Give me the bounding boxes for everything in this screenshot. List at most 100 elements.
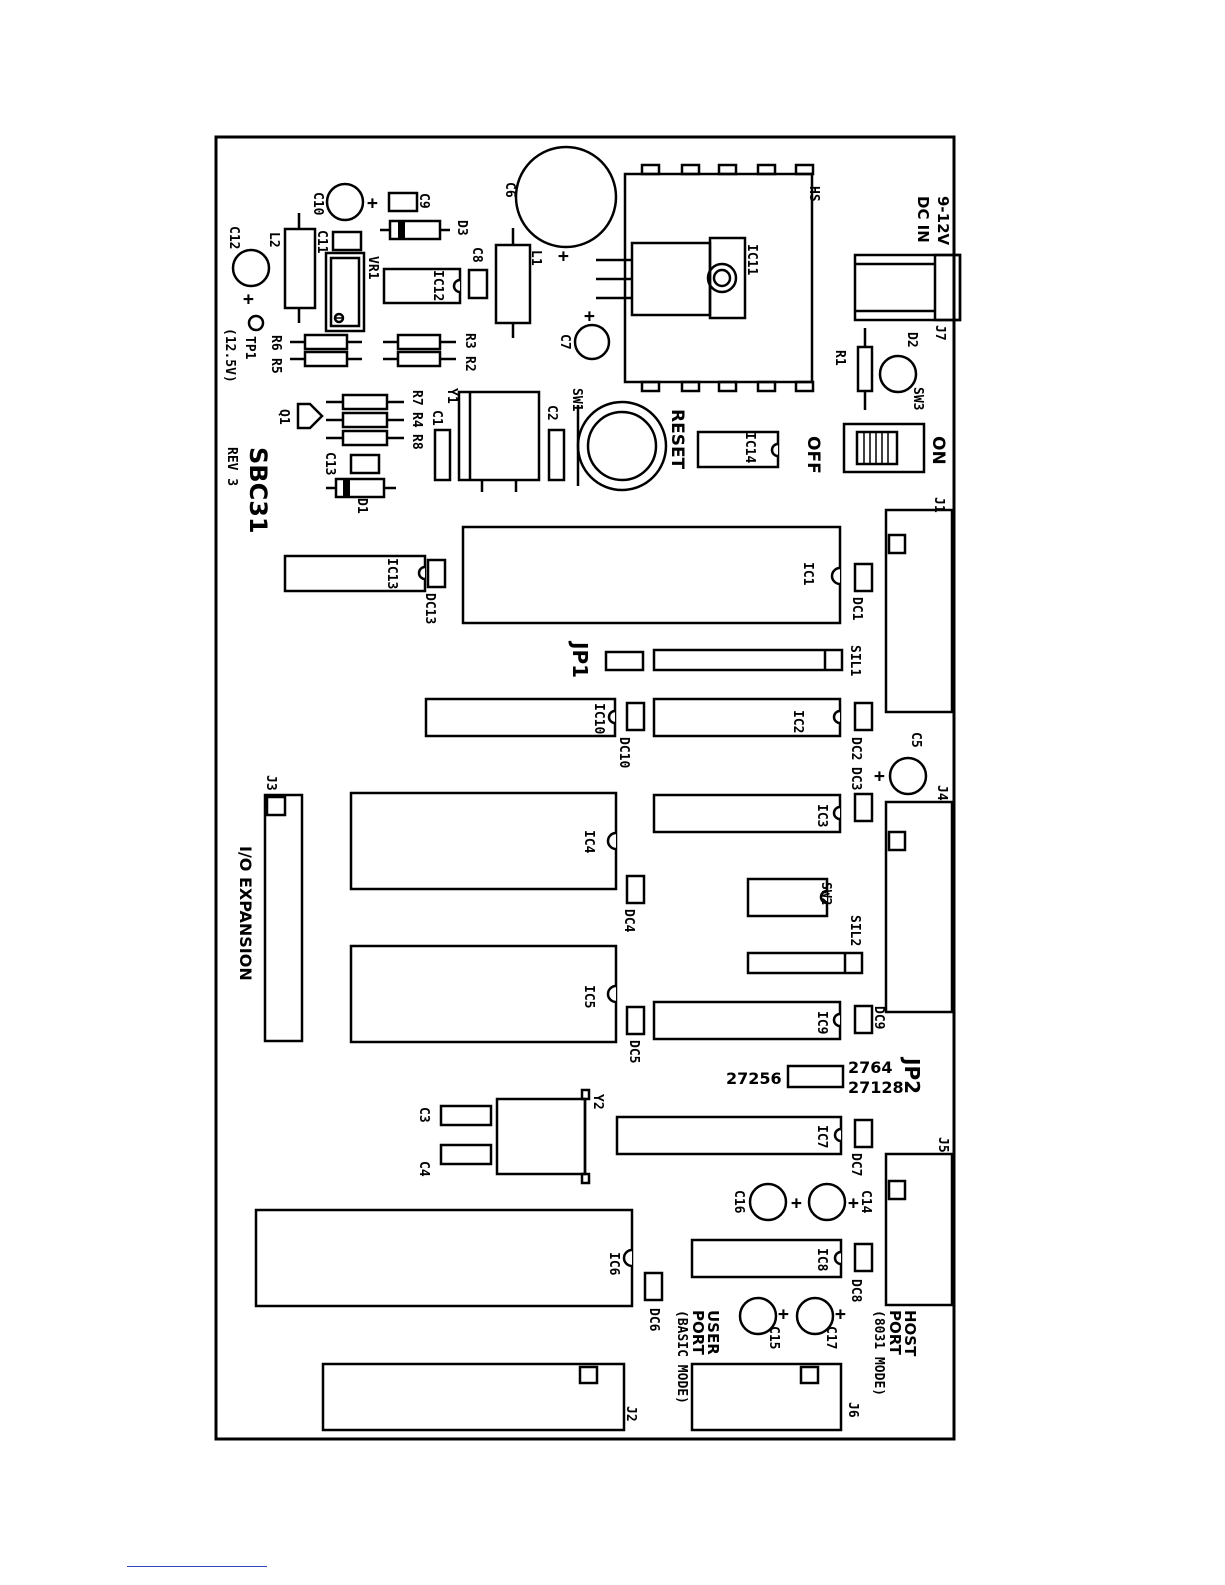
- connector-j1: J1: [884, 497, 954, 714]
- polarity-plus-c15: +: [778, 1304, 789, 1325]
- polarity-plus-c14: +: [848, 1193, 859, 1214]
- ref-y2: Y2: [590, 1094, 605, 1110]
- ref-dc8: DC8: [848, 1279, 863, 1303]
- decoupling-dc1: DC1: [849, 562, 874, 621]
- user-port-label: USER PORT (BASIC MODE): [674, 1310, 722, 1404]
- ref-ic9: IC9: [814, 1011, 829, 1034]
- ref-ic11: IC11: [744, 244, 759, 275]
- decoupling-dc9: DC9: [853, 1004, 886, 1035]
- capacitor-c14: C14 +: [807, 1182, 873, 1222]
- decoupling-dc4: DC4: [621, 874, 646, 933]
- ref-q1: Q1: [276, 409, 291, 425]
- ref-ic3: IC3: [814, 804, 829, 827]
- capacitor-c15: C15 +: [738, 1296, 789, 1349]
- host-port-label: HOST PORT (8031 MODE): [871, 1310, 919, 1396]
- host-port-line-3: (8031 MODE): [871, 1310, 886, 1396]
- ref-ic4: IC4: [581, 830, 596, 854]
- inductor-l2: L2: [266, 213, 317, 323]
- ref-r1: R1: [832, 350, 847, 366]
- user-port-line-1: USER: [704, 1310, 722, 1355]
- capacitor-c2: C2: [544, 405, 566, 482]
- polarity-plus-c16: +: [791, 1193, 802, 1214]
- board-revision-label: REV 3: [224, 447, 239, 486]
- user-port-line-3: (BASIC MODE): [674, 1310, 689, 1404]
- ref-j5: J5: [935, 1137, 950, 1153]
- capacitor-c17: C17 +: [795, 1296, 846, 1349]
- capacitor-c9: C9: [387, 191, 431, 213]
- resistors-r3-r2: R3 R2: [383, 333, 477, 372]
- ref-vr1: VR1: [365, 256, 380, 280]
- ref-ic8: IC8: [814, 1248, 829, 1272]
- ref-dc7: DC7: [848, 1153, 863, 1176]
- capacitor-c1: C1: [429, 410, 452, 482]
- ic13: IC13: [283, 554, 427, 593]
- ref-ic1: IC1: [800, 562, 815, 586]
- ref-dc1: DC1: [849, 597, 864, 621]
- polarity-plus-c12: +: [243, 289, 254, 310]
- host-port-line-1: HOST: [901, 1310, 919, 1357]
- polarity-plus-c10: +: [367, 193, 378, 214]
- ref-tp1: TP1: [242, 336, 257, 360]
- ref-c11: C11: [314, 230, 329, 254]
- dc-in-voltage-label: 9-12V: [934, 196, 952, 246]
- ref-c15: C15: [766, 1326, 781, 1349]
- ref-c6: C6: [502, 182, 517, 198]
- resistor-network-sil1: SIL1: [652, 645, 862, 676]
- decoupling-dc8: DC8: [848, 1242, 874, 1303]
- connector-j5-host-port: J5: [884, 1137, 954, 1307]
- ref-j7: J7: [932, 325, 947, 341]
- ref-dc13: DC13: [422, 593, 437, 624]
- ref-ic10: IC10: [591, 703, 606, 734]
- ref-dc2: DC2: [848, 737, 863, 760]
- jp2-label: JP2: [900, 1056, 924, 1094]
- board-name-label: SBC31: [244, 447, 272, 534]
- polarity-plus-c6: +: [558, 246, 569, 267]
- decoupling-dc5: DC5: [625, 1005, 646, 1063]
- ref-r5: R5: [268, 358, 283, 374]
- footer-link-underline: [127, 1566, 267, 1567]
- eprom-option-27128: 27128: [848, 1078, 904, 1097]
- ref-dc4: DC4: [621, 909, 636, 933]
- ref-sw3: SW3: [910, 387, 925, 410]
- ref-c4: C4: [416, 1161, 431, 1177]
- jp1-label: JP1: [568, 640, 592, 678]
- ref-ic12: IC12: [430, 270, 445, 301]
- ic8: IC8: [690, 1238, 843, 1279]
- capacitor-c16: C16 +: [731, 1182, 802, 1222]
- ref-ic5: IC5: [581, 985, 596, 1008]
- ic10: IC10: [424, 697, 617, 738]
- ref-c13: C13: [322, 452, 337, 475]
- host-port-line-2: PORT: [886, 1310, 904, 1356]
- crystal-y1: Y1: [444, 388, 541, 492]
- ref-l1: L1: [528, 250, 543, 266]
- ref-j1: J1: [931, 497, 946, 513]
- ref-y1: Y1: [444, 388, 459, 404]
- test-point-tp1: TP1 (12.5V): [222, 314, 265, 383]
- reset-label: RESET: [667, 409, 687, 470]
- ref-sil2: SIL2: [847, 915, 862, 946]
- ref-c12: C12: [226, 226, 241, 249]
- capacitor-c12: C12 +: [226, 226, 271, 310]
- ref-sil1: SIL1: [847, 645, 862, 676]
- polarity-plus-c17: +: [835, 1304, 846, 1325]
- ref-d2: D2: [904, 332, 919, 348]
- ic3: IC3: [652, 793, 842, 834]
- ref-r7: R7: [409, 390, 424, 406]
- ref-dc5: DC5: [626, 1040, 641, 1063]
- decoupling-dc3: DC3: [848, 767, 874, 823]
- ref-c8: C8: [469, 247, 484, 263]
- diode-d3: D3: [380, 219, 469, 241]
- trimmer-vr1: VR1: [324, 251, 380, 333]
- decoupling-dc10: DC10: [616, 701, 646, 768]
- dip-switch-sw2: SW2: [746, 877, 833, 918]
- connector-j4: J4: [884, 785, 954, 1014]
- ref-c2: C2: [544, 405, 559, 421]
- capacitor-c6: C6 +: [502, 145, 618, 267]
- ref-dc9: DC9: [871, 1006, 886, 1029]
- switch-on-label: ON: [928, 436, 948, 465]
- ic1-microcontroller: IC1: [461, 525, 842, 625]
- polarity-plus-c5: +: [874, 766, 885, 787]
- ref-r2: R2: [462, 356, 477, 372]
- ref-ic14: IC14: [742, 432, 757, 463]
- eprom-option-27256: 27256: [726, 1069, 782, 1088]
